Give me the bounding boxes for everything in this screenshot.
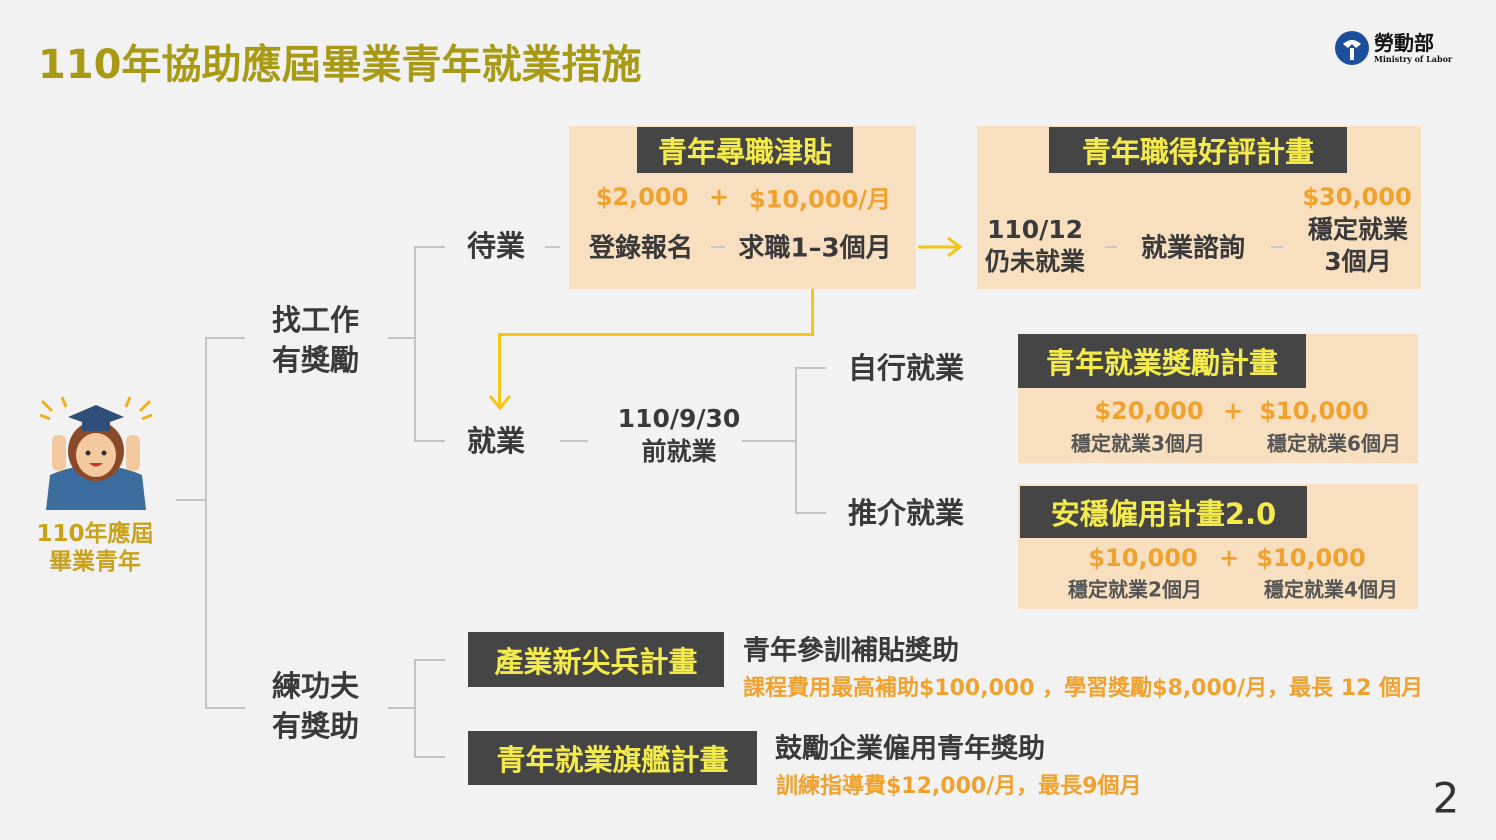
step-line: 110/12 bbox=[986, 215, 1084, 244]
branch-find-job: 找工作 有獎勵 bbox=[272, 300, 359, 380]
page-number: 2 bbox=[1432, 773, 1460, 823]
connector-line bbox=[742, 440, 797, 442]
plan-title: 安穩僱用計畫2.0 bbox=[1020, 486, 1307, 538]
flow-connector bbox=[811, 289, 814, 336]
plan-title: 青年尋職津貼 bbox=[637, 127, 853, 173]
plus-sign: + bbox=[1222, 397, 1244, 425]
amount: $10,000 bbox=[1256, 544, 1366, 572]
connector-line bbox=[176, 499, 207, 501]
branch-training-line2: 有獎助 bbox=[272, 709, 360, 743]
root-label-line2: 畢業青年 bbox=[48, 549, 141, 575]
connector-line bbox=[414, 659, 445, 661]
flow-connector bbox=[498, 333, 814, 336]
connector-line bbox=[205, 337, 245, 339]
plan-description: 鼓勵企業僱用青年獎助 bbox=[775, 733, 1045, 765]
amount: $10,000/月 bbox=[748, 185, 892, 214]
amount: $30,000 bbox=[1302, 183, 1412, 211]
amount: $10,000 bbox=[1259, 397, 1369, 425]
plan-detail: 訓練指導費$12,000/月，最長9個月 bbox=[776, 774, 1142, 799]
plan-description: 青年參訓補貼獎助 bbox=[743, 635, 959, 667]
plus-sign: + bbox=[1218, 544, 1240, 572]
condition: 穩定就業2個月 bbox=[1068, 577, 1202, 602]
date-line: 110/9/30 bbox=[617, 404, 741, 433]
employed-label: 就業 bbox=[467, 424, 526, 458]
connector-line bbox=[414, 246, 445, 248]
branch-training-line1: 練功夫 bbox=[272, 669, 360, 703]
connector-line bbox=[795, 367, 797, 514]
plan-title: 青年就業獎勵計畫 bbox=[1018, 334, 1306, 388]
step-text: 就業諮詢 bbox=[1140, 233, 1246, 264]
flow-connector bbox=[498, 333, 501, 407]
dash bbox=[711, 246, 725, 248]
referral-employment-label: 推介就業 bbox=[848, 496, 965, 530]
condition: 穩定就業4個月 bbox=[1264, 577, 1398, 602]
plus-sign: + bbox=[708, 183, 730, 211]
connector-line bbox=[795, 512, 826, 514]
connector-line bbox=[414, 440, 445, 442]
dash bbox=[560, 440, 588, 442]
step-line: 3個月 bbox=[1324, 247, 1392, 276]
step-text: 求職1–3個月 bbox=[738, 233, 892, 264]
arrow-right-icon bbox=[918, 236, 963, 258]
step-text: 登錄報名 bbox=[588, 233, 694, 264]
amount: $10,000 bbox=[1088, 544, 1198, 572]
connector-line bbox=[414, 659, 416, 758]
connector-line bbox=[388, 337, 416, 339]
branch-find-job-line2: 有獎勵 bbox=[272, 343, 360, 377]
connector-line bbox=[205, 707, 245, 709]
dash bbox=[545, 246, 560, 248]
employment-date: 110/9/30 前就業 bbox=[618, 402, 741, 468]
dash bbox=[1105, 246, 1117, 248]
dash bbox=[1271, 246, 1283, 248]
amount: $20,000 bbox=[1094, 397, 1204, 425]
step-text: 110/12 仍未就業 bbox=[985, 214, 1085, 278]
self-employment-label: 自行就業 bbox=[848, 351, 965, 385]
plan-title: 青年職得好評計畫 bbox=[1049, 127, 1347, 173]
amount: $2,000 bbox=[595, 183, 689, 211]
connector-line bbox=[205, 337, 207, 709]
graduate-icon bbox=[39, 396, 153, 510]
step-line: 仍未就業 bbox=[984, 247, 1086, 276]
logo-name: 勞動部 bbox=[1374, 31, 1434, 55]
step-line: 穩定就業 bbox=[1307, 215, 1409, 244]
logo: 勞動部 Ministry of Labor bbox=[1334, 30, 1452, 66]
connector-line bbox=[414, 756, 445, 758]
ministry-logo-icon bbox=[1335, 31, 1369, 65]
plan-title: 產業新尖兵計畫 bbox=[468, 632, 724, 687]
connector-line bbox=[414, 246, 416, 442]
connector-line bbox=[388, 707, 416, 709]
arrow-down-icon bbox=[488, 395, 512, 411]
root-label: 110年應屆 畢業青年 bbox=[36, 520, 153, 576]
date-line: 前就業 bbox=[641, 437, 717, 466]
condition: 穩定就業6個月 bbox=[1267, 431, 1401, 456]
plan-detail: 課程費用最高補助$100,000 ，學習獎勵$8,000/月，最長 12 個月 bbox=[743, 676, 1424, 701]
branch-find-job-line1: 找工作 bbox=[272, 303, 360, 337]
root-label-line1: 110年應屆 bbox=[36, 521, 154, 547]
page-title: 110年協助應屆畢業青年就業措施 bbox=[38, 42, 642, 88]
step-text: 穩定就業 3個月 bbox=[1308, 214, 1408, 278]
connector-line bbox=[795, 367, 826, 369]
logo-subtitle: Ministry of Labor bbox=[1374, 54, 1453, 64]
branch-training: 練功夫 有獎助 bbox=[272, 666, 359, 746]
unemployed-label: 待業 bbox=[467, 229, 526, 263]
condition: 穩定就業3個月 bbox=[1071, 431, 1205, 456]
plan-title: 青年就業旗艦計畫 bbox=[468, 731, 757, 785]
